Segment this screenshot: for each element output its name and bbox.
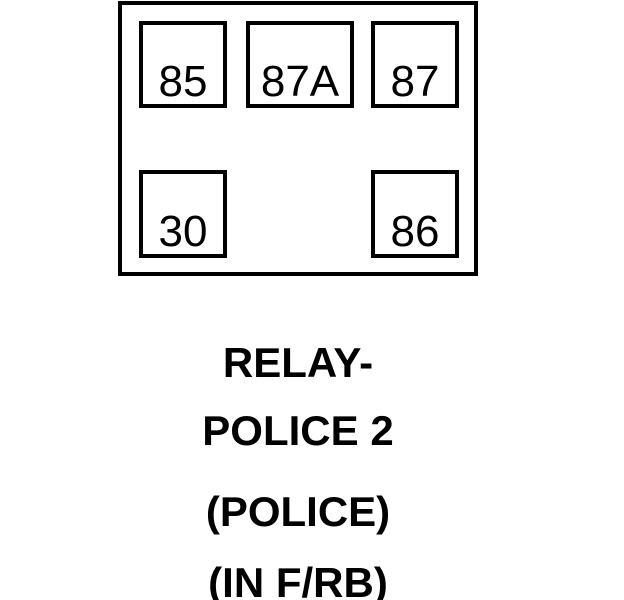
pin-box-85: 85 (139, 21, 227, 108)
relay-outline: 85 87A 87 30 86 (118, 1, 478, 276)
caption-line-relay: RELAY- (222, 339, 374, 386)
pin-box-87: 87 (371, 21, 459, 108)
caption-line-police-2: POLICE 2 (202, 407, 394, 454)
pin-label-86: 86 (390, 207, 440, 256)
pin-label-87a: 87A (260, 57, 340, 106)
pin-box-87a: 87A (246, 21, 354, 108)
caption-line-in-frb: (IN F/RB) (208, 559, 388, 600)
pin-label-85: 85 (158, 57, 208, 106)
caption-line-police: (POLICE) (205, 488, 391, 535)
pin-label-87: 87 (390, 57, 440, 106)
pin-box-86: 86 (371, 170, 459, 258)
pin-label-30: 30 (158, 207, 208, 256)
pin-box-30: 30 (139, 170, 227, 258)
